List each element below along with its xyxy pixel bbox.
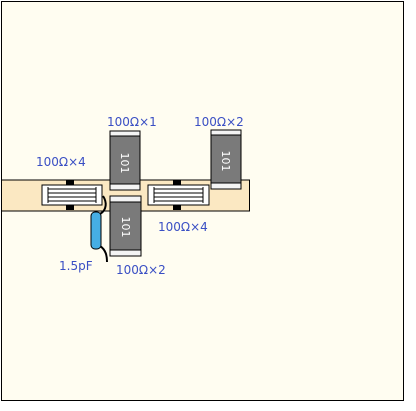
label-resistor-top-left: 100Ω×1: [107, 115, 157, 129]
resistor-bottom: 101: [109, 195, 142, 257]
resistor-code: 101: [119, 217, 132, 238]
label-network-left: 100Ω×4: [36, 155, 86, 169]
label-network-right: 100Ω×4: [158, 220, 208, 234]
resistor-top-right: 101: [210, 129, 242, 190]
capacitor: [90, 211, 102, 250]
label-resistor-top-right: 100Ω×2: [194, 115, 244, 129]
resistor-code: 101: [118, 153, 131, 174]
capacitor-lead-top: [99, 195, 107, 215]
resistor-top-left: 101: [109, 130, 141, 191]
capacitor-lead-bottom: [99, 245, 108, 263]
label-resistor-bottom: 100Ω×2: [116, 263, 166, 277]
label-capacitor: 1.5pF: [59, 259, 93, 273]
resistor-code: 101: [219, 151, 232, 172]
resistor-network-left: [41, 180, 103, 210]
resistor-network-right: [147, 180, 210, 210]
